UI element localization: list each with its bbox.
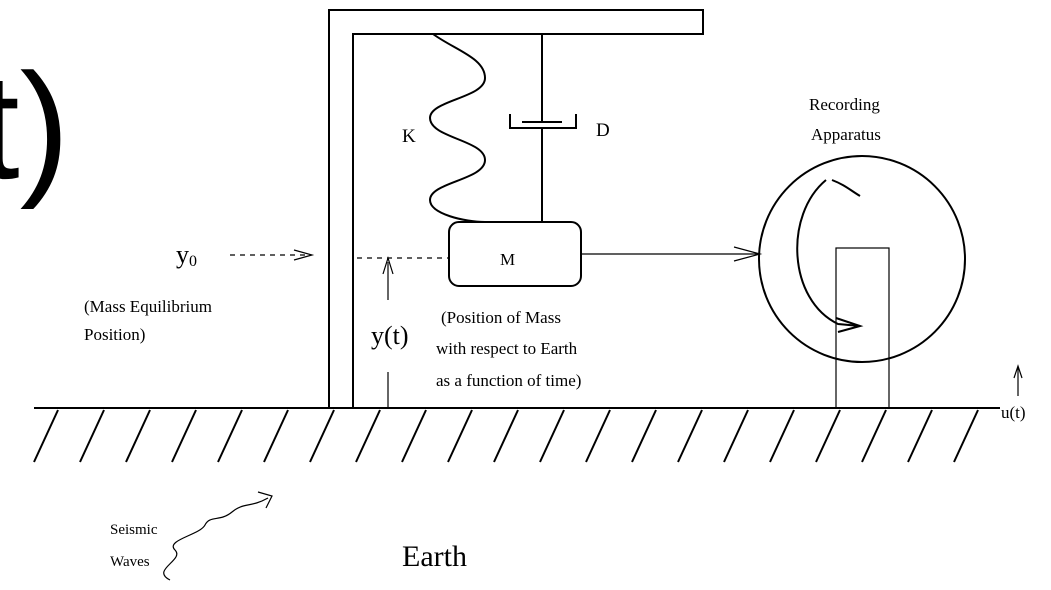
hatch-mark <box>263 409 289 463</box>
ground-motion-arrow <box>1013 364 1023 396</box>
hatch-mark <box>217 409 243 463</box>
mass-position-line1: (Position of Mass <box>441 308 561 327</box>
damper <box>509 34 577 222</box>
recording-label-line2: Apparatus <box>811 125 881 144</box>
mass-position-line3: as a function of time) <box>436 371 581 390</box>
hatch-mark <box>677 409 703 463</box>
mass-label: M <box>500 250 515 269</box>
y-of-t-arrow <box>382 255 394 408</box>
y0-label: y0 <box>176 240 197 270</box>
hatch-mark <box>309 409 335 463</box>
hatch-mark <box>585 409 611 463</box>
hatch-mark <box>33 409 59 463</box>
hatch-mark <box>355 409 381 463</box>
recording-apparatus <box>758 155 966 409</box>
hatch-mark <box>769 409 795 463</box>
seismic-waves-line1: Seismic <box>110 522 158 538</box>
hatch-mark <box>631 409 657 463</box>
hatch-mark <box>539 409 565 463</box>
hatch-mark <box>401 409 427 463</box>
hatch-mark <box>447 409 473 463</box>
damper-label: D <box>596 120 610 141</box>
hatch-mark <box>125 409 151 463</box>
equilibrium-label-line2: Position) <box>84 325 145 344</box>
frame <box>328 9 704 408</box>
y0-pointer-arrow <box>230 249 315 261</box>
mass-position-line2: with respect to Earth <box>436 339 578 358</box>
hatch-mark <box>493 409 519 463</box>
earth-label: Earth <box>402 540 467 573</box>
recording-label-line1: Recording <box>809 95 880 114</box>
hatch-mark <box>953 409 979 463</box>
partial-heading-glyph: t) <box>0 42 70 210</box>
mass-to-recorder-arrow <box>581 246 763 262</box>
equilibrium-label-line1: (Mass Equilibrium <box>84 297 212 316</box>
hatch-mark <box>79 409 105 463</box>
hatch-mark <box>861 409 887 463</box>
spring-label: K <box>402 126 416 147</box>
hatch-mark <box>723 409 749 463</box>
y-of-t-label: y(t) <box>371 321 409 350</box>
seismic-wave-arrow <box>163 491 273 581</box>
hatch-mark <box>171 409 197 463</box>
seismic-waves-line2: Waves <box>110 554 150 570</box>
spring <box>428 33 487 223</box>
hatch-mark <box>815 409 841 463</box>
ground-motion-label: u(t) <box>1001 403 1026 422</box>
hatch-mark <box>907 409 933 463</box>
ground-hatching <box>33 409 979 463</box>
